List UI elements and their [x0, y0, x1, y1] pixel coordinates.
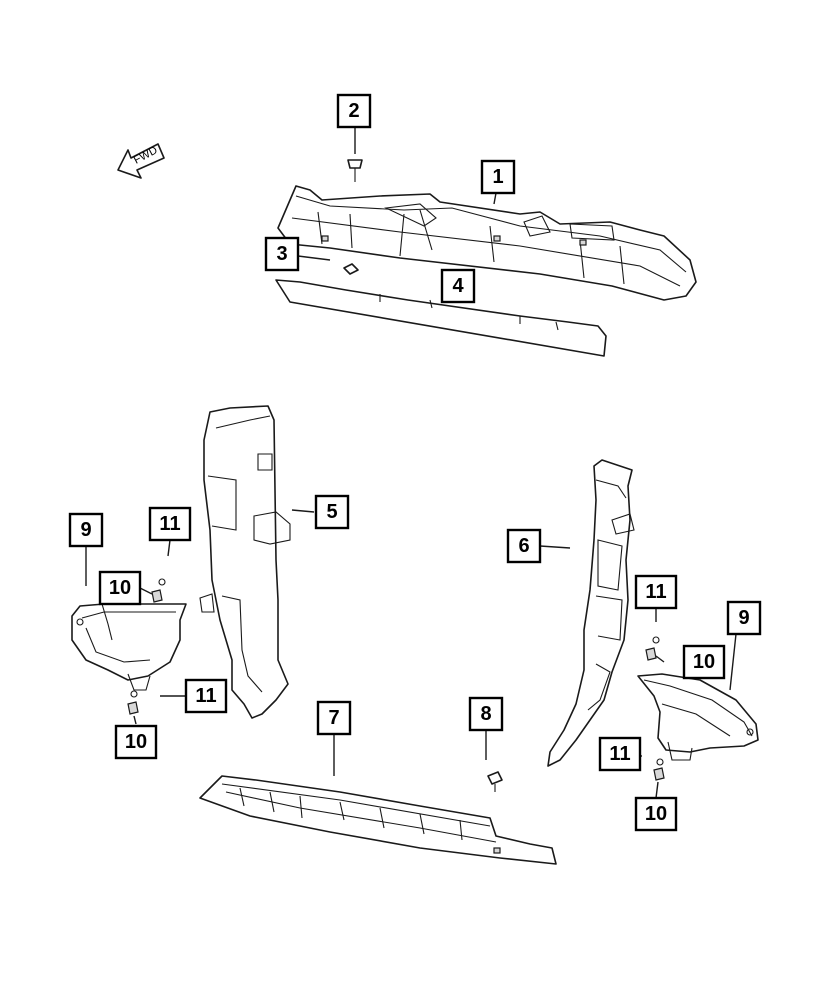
svg-text:2: 2	[348, 100, 359, 122]
part-6-right-air-guide	[547, 459, 635, 767]
part-11-clip-right-lower	[656, 758, 664, 766]
svg-text:9: 9	[80, 519, 91, 541]
svg-text:3: 3	[276, 243, 287, 265]
svg-text:11: 11	[645, 581, 666, 603]
callout-11-left-upper: 11	[148, 506, 192, 542]
svg-text:6: 6	[518, 535, 529, 557]
part-10-nut-right-upper	[645, 647, 657, 661]
part-8-push-pin	[487, 771, 503, 792]
part-2-screw	[347, 159, 363, 182]
part-3-clip	[343, 263, 359, 275]
part-1-upper-seal	[277, 185, 697, 301]
callout-9-left: 9	[68, 512, 104, 548]
svg-text:10: 10	[645, 803, 667, 825]
part-9-right-deflector	[637, 673, 759, 761]
svg-text:10: 10	[125, 731, 147, 753]
part-11-clip-left-upper	[158, 578, 166, 586]
part-7-lower-air-guide	[199, 775, 557, 865]
forward-arrow-icon: FWD	[117, 143, 165, 179]
svg-text:8: 8	[480, 703, 491, 725]
part-10-nut-left-lower	[127, 701, 139, 715]
callout-11-right-lower: 11	[598, 736, 642, 772]
svg-text:7: 7	[328, 707, 339, 729]
callout-10-right-upper: 10	[682, 644, 726, 680]
part-10-nut-left-upper	[151, 589, 163, 603]
svg-text:5: 5	[326, 501, 337, 523]
callout-1: 1	[480, 159, 516, 195]
part-4-seal-strip	[275, 279, 607, 357]
callout-11-left-lower: 11	[184, 678, 228, 714]
svg-text:1: 1	[492, 166, 503, 188]
part-5-left-air-guide	[199, 405, 291, 719]
svg-text:10: 10	[109, 577, 131, 599]
svg-text:11: 11	[609, 743, 630, 765]
callout-6: 6	[506, 528, 542, 564]
callout-2: 2	[336, 93, 372, 129]
callout-8: 8	[468, 696, 504, 732]
svg-text:4: 4	[452, 275, 464, 297]
callout-3: 3	[264, 236, 300, 272]
callout-10-right-lower: 10	[634, 796, 678, 832]
svg-text:11: 11	[159, 513, 180, 535]
callout-4: 4	[440, 268, 476, 304]
callout-5: 5	[314, 494, 350, 530]
callout-7: 7	[316, 700, 352, 736]
callout-10-left-lower: 10	[114, 724, 158, 760]
part-11-clip-left-lower	[130, 690, 138, 698]
part-11-clip-right-upper	[652, 636, 660, 644]
svg-text:9: 9	[738, 607, 749, 629]
part-9-left-deflector	[71, 603, 187, 691]
svg-text:11: 11	[195, 685, 216, 707]
callout-11-right-upper: 11	[634, 574, 678, 610]
callout-10-left-upper: 10	[98, 570, 142, 606]
part-10-nut-right-lower	[653, 767, 665, 781]
callout-9-right: 9	[726, 600, 762, 636]
svg-text:10: 10	[693, 651, 715, 673]
